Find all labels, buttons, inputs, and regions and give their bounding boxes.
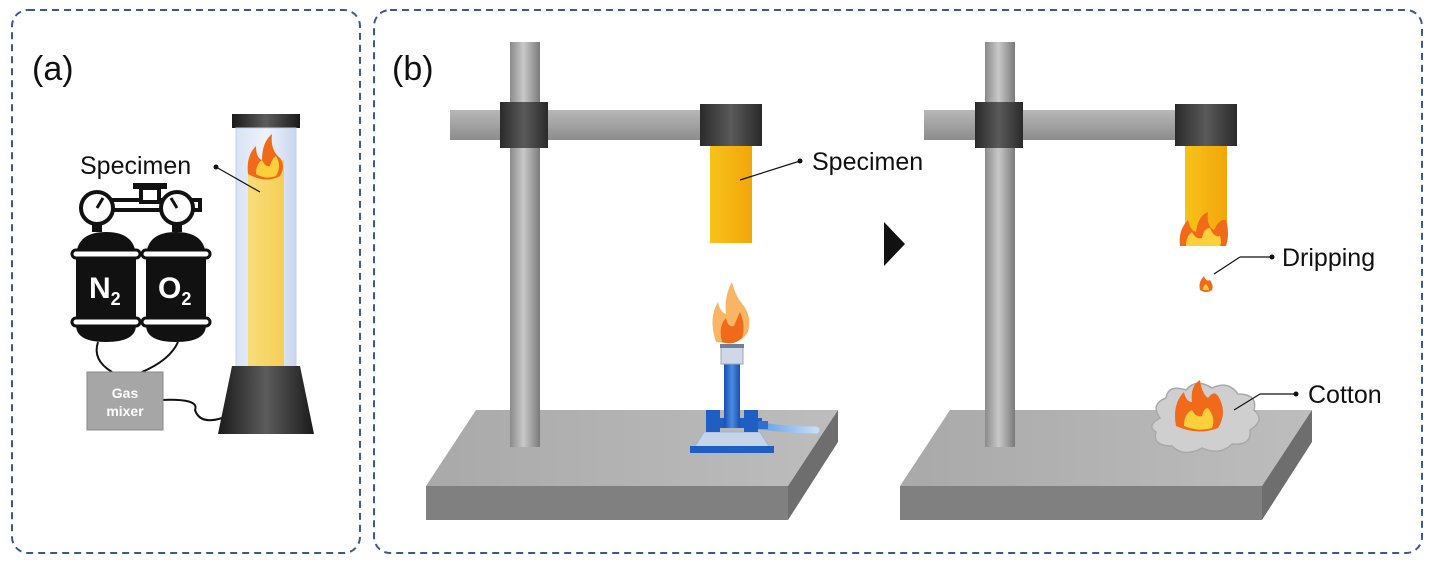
cotton-icon [1151, 380, 1260, 454]
base-side-left [788, 410, 838, 520]
gas-mixer-line1: Gas [112, 385, 139, 401]
specimen-callout-b: Specimen [739, 148, 923, 181]
o2-tank-icon: O2 [140, 232, 212, 342]
cotton-callout: Cotton [1233, 381, 1382, 411]
arrow-right-icon [884, 222, 905, 266]
panel-b-label: (b) [392, 50, 434, 88]
loi-column [218, 114, 314, 434]
regulator-valve-icon [139, 186, 161, 204]
gas-hoses [95, 341, 223, 422]
drip-flame-icon [1199, 276, 1213, 292]
dripping-label: Dripping [1282, 244, 1375, 272]
specimen-flame-icon [1179, 212, 1228, 246]
cotton-label: Cotton [1308, 381, 1382, 409]
dripping-callout: Dripping [1213, 244, 1375, 275]
column-base-icon [218, 366, 314, 434]
specimen-label-a: Specimen [80, 152, 191, 180]
column-cap [232, 114, 300, 128]
panel-a-frame [11, 9, 361, 554]
base-side-right [1262, 410, 1312, 520]
base-top-left [426, 410, 838, 486]
specimen-callout-a: Specimen [80, 152, 261, 193]
clamp-specimen-right [1175, 104, 1237, 146]
stand-left [426, 42, 838, 520]
panel-a-label: (a) [32, 50, 74, 88]
n2-tank-icon: N2 [70, 232, 142, 342]
clamp-pole-right [975, 102, 1023, 148]
stand-right [900, 42, 1312, 520]
gas-mixer-box [86, 371, 164, 431]
specimen-label-b: Specimen [812, 148, 923, 176]
o2-tank-label: O2 [158, 272, 191, 309]
base-front-right [900, 486, 1262, 520]
column-flame-icon [247, 134, 283, 180]
clamp-specimen-left [700, 104, 762, 146]
bunsen-burner-icon [690, 282, 820, 453]
specimen-bar-left [710, 146, 752, 243]
gas-cylinders: N2 O2 [70, 183, 212, 342]
column-specimen [248, 160, 284, 368]
clamp-pole-left [500, 102, 548, 148]
panel-b-frame [373, 9, 1423, 554]
gas-mixer: Gas mixer [86, 371, 164, 431]
n2-tank-label: N2 [89, 272, 121, 309]
base-front-left [426, 486, 788, 520]
gas-mixer-line2: mixer [106, 403, 144, 419]
